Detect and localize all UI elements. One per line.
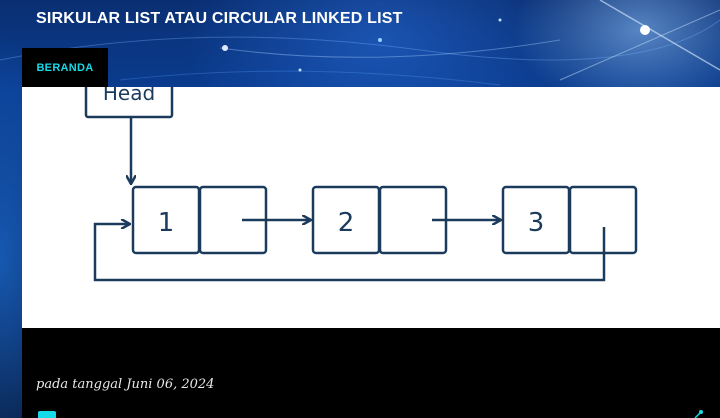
head-box	[84, 87, 174, 119]
node-3-value: 3	[528, 208, 545, 238]
post-content: Head 1 2 3 pada tanggal Juni 06, 2024	[22, 87, 720, 418]
comment-icon[interactable]	[38, 411, 56, 418]
head-label: Head	[103, 87, 155, 105]
post-date: pada tanggal Juni 06, 2024	[36, 377, 215, 392]
network-decoration	[0, 0, 720, 86]
blog-title[interactable]: SIRKULAR LIST ATAU CIRCULAR LINKED LIST	[36, 10, 403, 27]
share-icon[interactable]	[690, 409, 704, 418]
diagram-svg: Head 1 2 3	[84, 87, 638, 282]
circular-linked-list-diagram: Head 1 2 3	[22, 87, 720, 328]
node-1-value: 1	[158, 208, 175, 238]
node-2-value: 2	[338, 208, 355, 238]
link-3-1-loop	[93, 224, 606, 282]
nav-tab-home[interactable]: BERANDA	[22, 48, 108, 87]
nav-tab-home-label: BERANDA	[36, 61, 94, 74]
